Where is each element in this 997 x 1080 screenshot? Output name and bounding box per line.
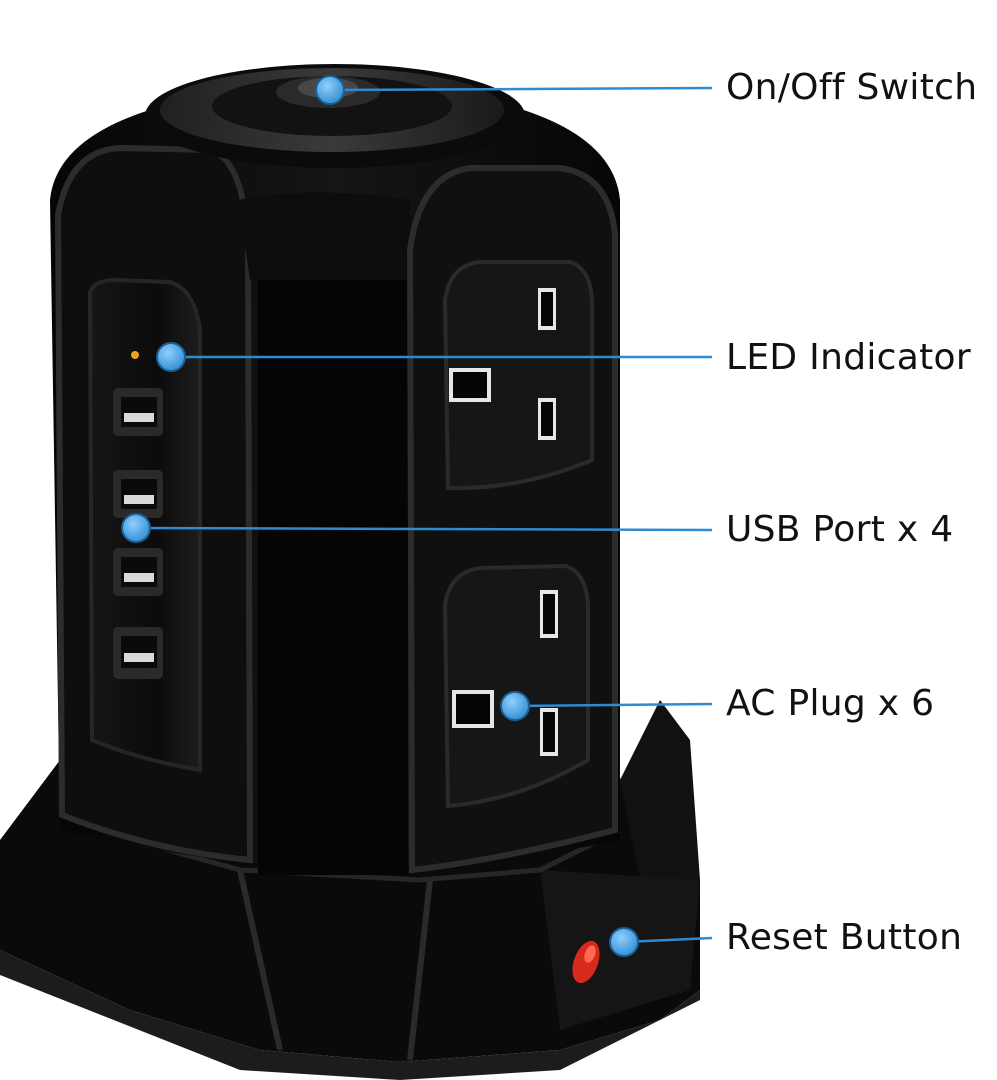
uk-socket-icon [442,563,590,809]
usb-port-icon [113,470,163,518]
uk-socket-icon [442,260,594,491]
usb-port-icon [113,548,163,596]
callout-switch-pointer [315,75,713,105]
callout-label-ac-plug: AC Plug x 6 [726,683,935,724]
callout-led-pointer [156,342,712,372]
callout-ac-pointer [500,691,713,721]
callout-usb-pointer [121,513,713,543]
callout-reset-pointer [609,927,713,957]
callout-label-reset-button: Reset Button [726,917,963,958]
usb-port-icon [113,627,163,679]
top-cap [145,64,525,168]
usb-port-icon [113,388,163,436]
callout-label-led-indicator: LED Indicator [726,337,971,378]
reset-button-graphic [572,940,600,984]
callout-label-on-off-switch: On/Off Switch [726,67,978,108]
led-light [131,351,139,359]
callout-label-usb-port: USB Port x 4 [726,509,954,550]
